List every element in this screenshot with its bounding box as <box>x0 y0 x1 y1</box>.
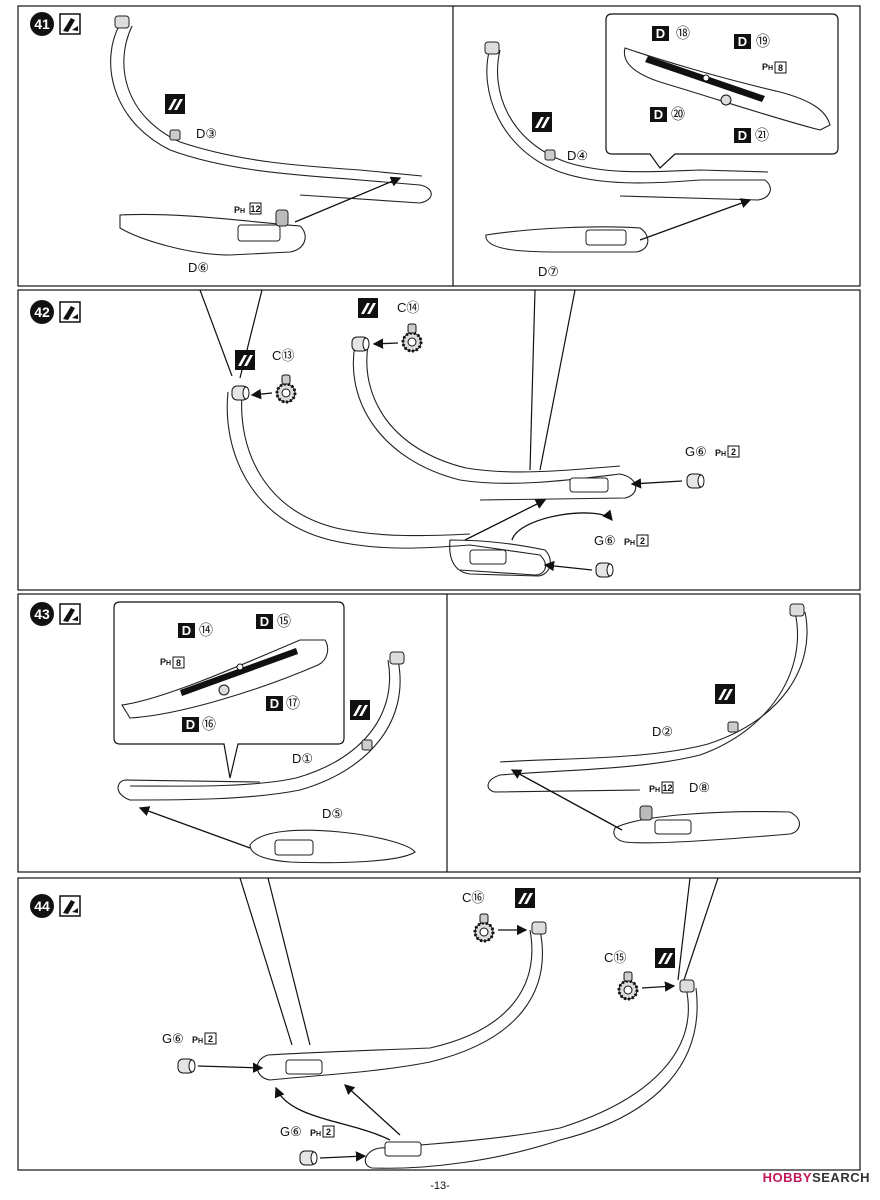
gear-part-icon <box>401 322 423 353</box>
cap-icon <box>595 562 614 578</box>
label-g6-a: G⑥ <box>685 444 707 459</box>
glue-icon <box>59 301 81 323</box>
svg-text:8: 8 <box>176 658 181 668</box>
svg-text:41: 41 <box>34 16 50 32</box>
svg-text:12: 12 <box>662 783 672 793</box>
svg-text:D: D <box>654 107 663 122</box>
paint-icon <box>350 700 370 720</box>
paint-icon <box>165 94 185 114</box>
step-43-badge: 43 <box>30 602 81 626</box>
step-41-left-diagram: D③ PH 12 D⑥ <box>110 15 432 275</box>
paint-icon <box>358 298 378 318</box>
label-g6-d: G⑥ <box>280 1124 302 1139</box>
step-42-callout-lines <box>199 289 576 471</box>
glue-icon <box>59 603 81 625</box>
svg-text:PH: PH <box>624 537 635 547</box>
svg-text:42: 42 <box>34 304 50 320</box>
label-d16-inset: ⑯ <box>202 717 216 733</box>
svg-text:2: 2 <box>640 536 645 546</box>
step-44-diagram: C⑯ C⑮ G⑥ PH 2 G⑥ PH 2 <box>162 888 698 1169</box>
svg-text:D: D <box>738 128 747 143</box>
label-d20: ⑳ <box>671 107 685 123</box>
svg-text:12: 12 <box>250 204 260 214</box>
svg-text:D: D <box>182 623 191 638</box>
svg-text:43: 43 <box>34 606 50 622</box>
svg-text:PH: PH <box>160 657 171 667</box>
cap-icon <box>299 1150 318 1166</box>
cap-icon <box>177 1058 196 1074</box>
label-d2: D② <box>652 724 673 739</box>
label-d18: ⑱ <box>676 26 690 42</box>
cap-icon <box>231 385 250 401</box>
label-d21: ㉑ <box>755 128 769 144</box>
svg-text:2: 2 <box>731 447 736 457</box>
glue-icon <box>59 13 81 35</box>
page-number: -13- <box>430 1180 450 1192</box>
svg-text:2: 2 <box>208 1034 213 1044</box>
svg-text:D: D <box>260 614 269 629</box>
gear-part-icon <box>473 912 495 943</box>
label-d4: D④ <box>567 148 588 163</box>
label-d5: D⑤ <box>322 806 343 821</box>
label-d15-inset: ⑮ <box>277 614 291 630</box>
svg-text:PH: PH <box>715 448 726 458</box>
svg-text:D: D <box>270 696 279 711</box>
cap-icon <box>686 473 705 489</box>
label-c13: C⑬ <box>272 348 294 363</box>
step-41-badge: 41 <box>30 12 81 36</box>
paint-icon <box>235 350 255 370</box>
watermark-brand: HOBBY <box>762 1170 813 1185</box>
label-g6-c: G⑥ <box>162 1031 184 1046</box>
label-d1: D① <box>292 751 313 766</box>
glue-icon <box>59 895 81 917</box>
label-ph-12-left: PH <box>234 205 245 215</box>
step-43-left-diagram: D① D⑤ <box>117 651 416 864</box>
step-43-right-diagram: D② D⑧ PH 12 <box>487 603 808 844</box>
label-ph-8-inset41: PH <box>762 62 773 72</box>
label-d8: D⑧ <box>689 780 710 795</box>
watermark-suffix: SEARCH <box>812 1170 870 1185</box>
svg-text:D: D <box>656 26 665 41</box>
svg-text:PH: PH <box>192 1035 203 1045</box>
step-41-inset: D ⑱ D ⑲ PH 8 D ⑳ D ㉑ <box>605 13 839 169</box>
svg-text:2: 2 <box>326 1127 331 1137</box>
paint-icon <box>515 888 535 908</box>
svg-text:PH: PH <box>310 1128 321 1138</box>
paint-icon <box>655 948 675 968</box>
label-c16: C⑯ <box>462 890 484 905</box>
step-41-right-diagram: D④ D⑦ <box>484 41 771 279</box>
step-44-badge: 44 <box>30 894 81 918</box>
gear-part-icon <box>275 373 297 404</box>
gear-part-icon <box>617 970 639 1001</box>
label-d14-inset: ⑭ <box>199 623 213 639</box>
label-d6: D⑥ <box>188 260 209 275</box>
step-43-inset: D ⑭ D ⑮ PH 8 D ⑯ D ⑰ <box>113 601 345 779</box>
svg-text:PH: PH <box>649 784 660 794</box>
step-42-badge: 42 <box>30 300 81 324</box>
label-c15: C⑮ <box>604 950 626 965</box>
label-d17-inset: ⑰ <box>286 696 300 712</box>
step-42-diagram: C⑬ C⑭ G⑥ PH 2 G⑥ PH 2 <box>226 298 740 578</box>
label-c14: C⑭ <box>397 300 419 315</box>
label-d3: D③ <box>196 126 217 141</box>
svg-text:44: 44 <box>34 898 50 914</box>
cap-icon <box>351 336 370 352</box>
panel-borders <box>17 5 861 1171</box>
paint-icon <box>532 112 552 132</box>
svg-text:D: D <box>738 34 747 49</box>
paint-icon <box>715 684 735 704</box>
label-d19: ⑲ <box>756 34 770 50</box>
watermark: HOBBYSEARCH <box>763 1170 870 1185</box>
svg-text:D: D <box>186 717 195 732</box>
svg-text:8: 8 <box>778 63 783 73</box>
label-d7: D⑦ <box>538 264 559 279</box>
label-g6-b: G⑥ <box>594 533 616 548</box>
step-44-callout-lines <box>239 877 719 1046</box>
